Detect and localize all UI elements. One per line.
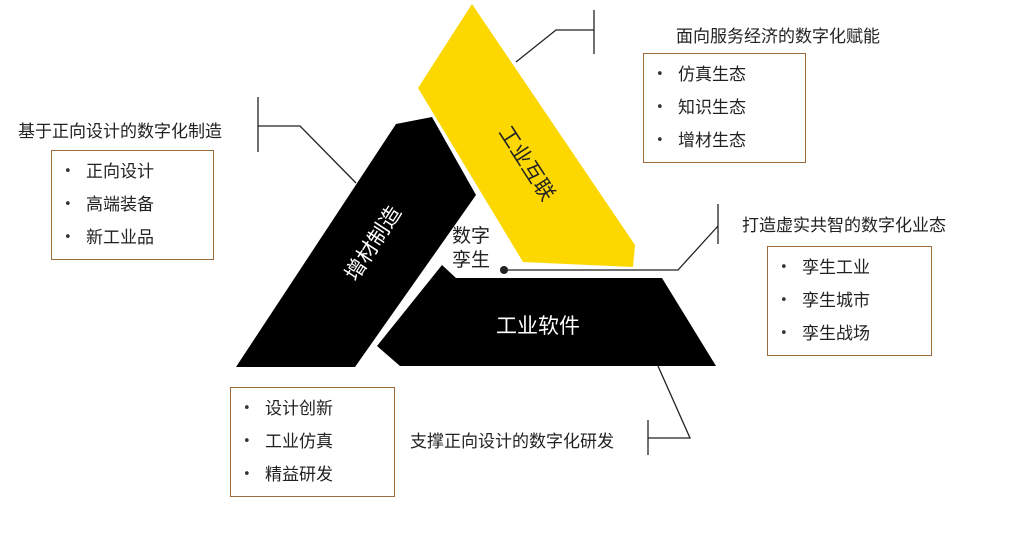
list-item: 高端装备 [52,194,213,227]
callout-list-right: 孪生工业 孪生城市 孪生战场 [768,247,931,356]
callout-title-top: 面向服务经济的数字化赋能 [676,27,880,47]
list-item: 孪生城市 [768,290,931,323]
callout-list-bottom: 设计创新 工业仿真 精益研发 [231,388,394,497]
segment-industrial-internet [418,4,635,267]
leader-left [258,125,357,184]
center-point [500,266,508,274]
center-label-line1: 数字 [452,225,491,247]
leader-lines [257,10,719,455]
callout-box-right: 孪生工业 孪生城市 孪生战场 [767,246,932,356]
callout-list-top: 仿真生态 知识生态 增材生态 [644,54,805,163]
list-item: 正向设计 [52,161,213,194]
leader-right [504,225,719,271]
segment-additive-manufacturing [236,117,476,367]
list-item: 知识生态 [644,97,805,130]
leader-top [515,29,594,63]
center-label-line2: 孪生 [452,249,491,271]
list-item: 孪生工业 [768,257,931,290]
segment-industrial-software [377,265,716,366]
callout-title-right: 打造虚实共智的数字化业态 [742,216,946,236]
callout-box-bottom: 设计创新 工业仿真 精益研发 [230,387,395,497]
list-item: 增材生态 [644,130,805,163]
leader-bottom [648,365,692,439]
list-item: 仿真生态 [644,64,805,97]
list-item: 设计创新 [231,398,394,431]
list-item: 新工业品 [52,227,213,260]
list-item: 工业仿真 [231,431,394,464]
list-item: 精益研发 [231,464,394,497]
callout-list-left: 正向设计 高端装备 新工业品 [52,151,213,260]
center-label: 数字 孪生 [452,224,490,272]
callout-title-bottom: 支撑正向设计的数字化研发 [410,432,614,452]
callout-box-top: 仿真生态 知识生态 增材生态 [643,53,806,163]
segment-label-bottom: 工业软件 [496,314,580,338]
callout-title-left: 基于正向设计的数字化制造 [18,122,222,142]
callout-box-left: 正向设计 高端装备 新工业品 [51,150,214,260]
list-item: 孪生战场 [768,323,931,356]
